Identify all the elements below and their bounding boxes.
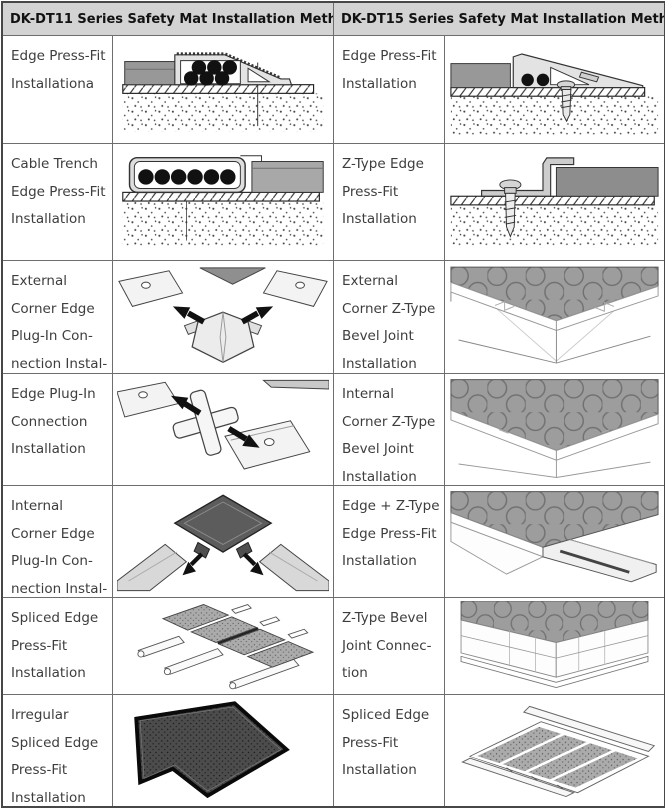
- concrete-ground: [450, 96, 659, 135]
- edge-rails: [137, 635, 300, 690]
- z-edge-anchor-drawing: [450, 157, 659, 248]
- dt15-row6-illustration: [445, 598, 664, 695]
- anchor-screw: [499, 179, 522, 238]
- edge-trim-right: [262, 270, 328, 307]
- cable-trench-drawing: [122, 155, 324, 246]
- mat-body: [450, 63, 511, 89]
- dt15-row6-label: Z-Type Bevel Joint Connec- tion: [334, 598, 445, 695]
- dt15-row2-label: Z-Type Edge Press-Fit Installation: [334, 144, 445, 261]
- ramp-profile: [542, 539, 657, 583]
- dt11-row7-illustration: [113, 695, 334, 806]
- concrete-ground: [450, 204, 659, 248]
- base-plate: [460, 655, 649, 688]
- dt15-row3-illustration: [445, 261, 664, 374]
- dt15-row7-illustration: [445, 695, 664, 806]
- header-dk-dt11-label: DK-DT11 Series Safety Mat Installation M…: [10, 11, 334, 27]
- dt11-row4-label: Edge Plug-In Connection Installation: [3, 374, 113, 486]
- arrow-icons: [172, 306, 274, 325]
- dt11-row2-illustration: [113, 144, 334, 261]
- concrete-ground: [122, 201, 324, 246]
- cable-circles: [183, 60, 237, 86]
- edge-rail-bottom: [461, 757, 575, 798]
- floor-hatch-band: [450, 195, 655, 206]
- cable-circles: [521, 73, 550, 87]
- mat-ramp-edge-3d-drawing: [450, 491, 659, 583]
- dt15-row1-label: Edge Press-Fit Installation: [334, 36, 445, 144]
- corner-connector: [183, 311, 263, 363]
- dt11-row4-illustration: [113, 374, 334, 486]
- dt15-row3-label: External Corner Z-Type Bevel Joint Insta…: [334, 261, 445, 374]
- dt15-row5-illustration: [445, 486, 664, 598]
- mat-panels: [161, 604, 315, 668]
- dt11-row1-label: Edge Press-Fit Installationa: [3, 36, 113, 144]
- dark-corner-connector: [173, 494, 273, 559]
- dt11-row3-illustration: [113, 261, 334, 374]
- dt11-row1-illustration: [113, 36, 334, 144]
- mat-body: [251, 161, 324, 193]
- mat-body: [124, 61, 180, 86]
- arrow-icons: [182, 552, 264, 576]
- dt15-row7-label: Spliced Edge Press-Fit Installation: [334, 695, 445, 806]
- concrete-ground: [122, 93, 324, 132]
- header-dk-dt15-label: DK-DT15 Series Safety Mat Installation M…: [341, 11, 664, 27]
- dt15-row1-illustration: [445, 36, 664, 144]
- dt11-row5-label: Internal Corner Edge Plug-In Con- nectio…: [3, 486, 113, 598]
- mat-panels: [470, 724, 645, 791]
- edge-strips: [117, 543, 329, 592]
- edge-press-fit-anchor-drawing: [450, 53, 659, 135]
- dt11-row2-label: Cable Trench Edge Press-Fit Installation: [3, 144, 113, 261]
- external-corner-3d-drawing: [450, 266, 659, 364]
- dt11-row6-illustration: [113, 598, 334, 695]
- cross-connector-drawing: [117, 379, 329, 470]
- external-corner-connector-drawing: [118, 267, 328, 363]
- edge-trim-left: [117, 381, 180, 418]
- dt11-row5-illustration: [113, 486, 334, 598]
- edge-trim-right: [224, 420, 311, 470]
- floor-hatch-band: [450, 87, 646, 97]
- anchor-screw: [556, 80, 576, 123]
- floor-hatch-band: [122, 191, 320, 202]
- irregular-mat-drawing: [134, 701, 290, 799]
- cross-connector: [172, 389, 239, 456]
- header-dk-dt15: DK-DT15 Series Safety Mat Installation M…: [334, 3, 664, 36]
- spliced-mats-perspective-drawing: [137, 604, 315, 690]
- arrow-icons: [170, 395, 260, 448]
- edge-press-fit-section-drawing: [122, 52, 324, 132]
- edge-trim-left: [118, 270, 184, 307]
- mat-top-surface: [450, 491, 659, 548]
- header-dk-dt11: DK-DT11 Series Safety Mat Installation M…: [3, 3, 334, 36]
- mat-top-surface: [450, 379, 659, 452]
- dt11-row3-label: External Corner Edge Plug-In Con- nectio…: [3, 261, 113, 374]
- mat-corner: [199, 267, 266, 285]
- spliced-mats-rails-drawing: [461, 705, 656, 798]
- z-bevel-joint-3d-drawing: [460, 601, 649, 688]
- internal-corner-3d-drawing: [450, 379, 659, 478]
- splice-tabs: [231, 604, 309, 639]
- irregular-dark-mat: [134, 701, 290, 799]
- internal-corner-connector-drawing: [117, 494, 329, 592]
- cable-circles: [138, 169, 236, 185]
- floor-hatch-band: [122, 84, 315, 94]
- mat-body: [555, 166, 659, 197]
- dt15-row5-label: Edge + Z-Type Edge Press-Fit Installatio…: [334, 486, 445, 598]
- dt15-row4-label: Internal Corner Z-Type Bevel Joint Insta…: [334, 374, 445, 486]
- dt11-row7-label: Irregular Spliced Edge Press-Fit Install…: [3, 695, 113, 806]
- dt15-row4-illustration: [445, 374, 664, 486]
- dt11-row6-label: Spliced Edge Press-Fit Installation: [3, 598, 113, 695]
- dt15-row2-illustration: [445, 144, 664, 261]
- edge-rail-top: [522, 705, 656, 753]
